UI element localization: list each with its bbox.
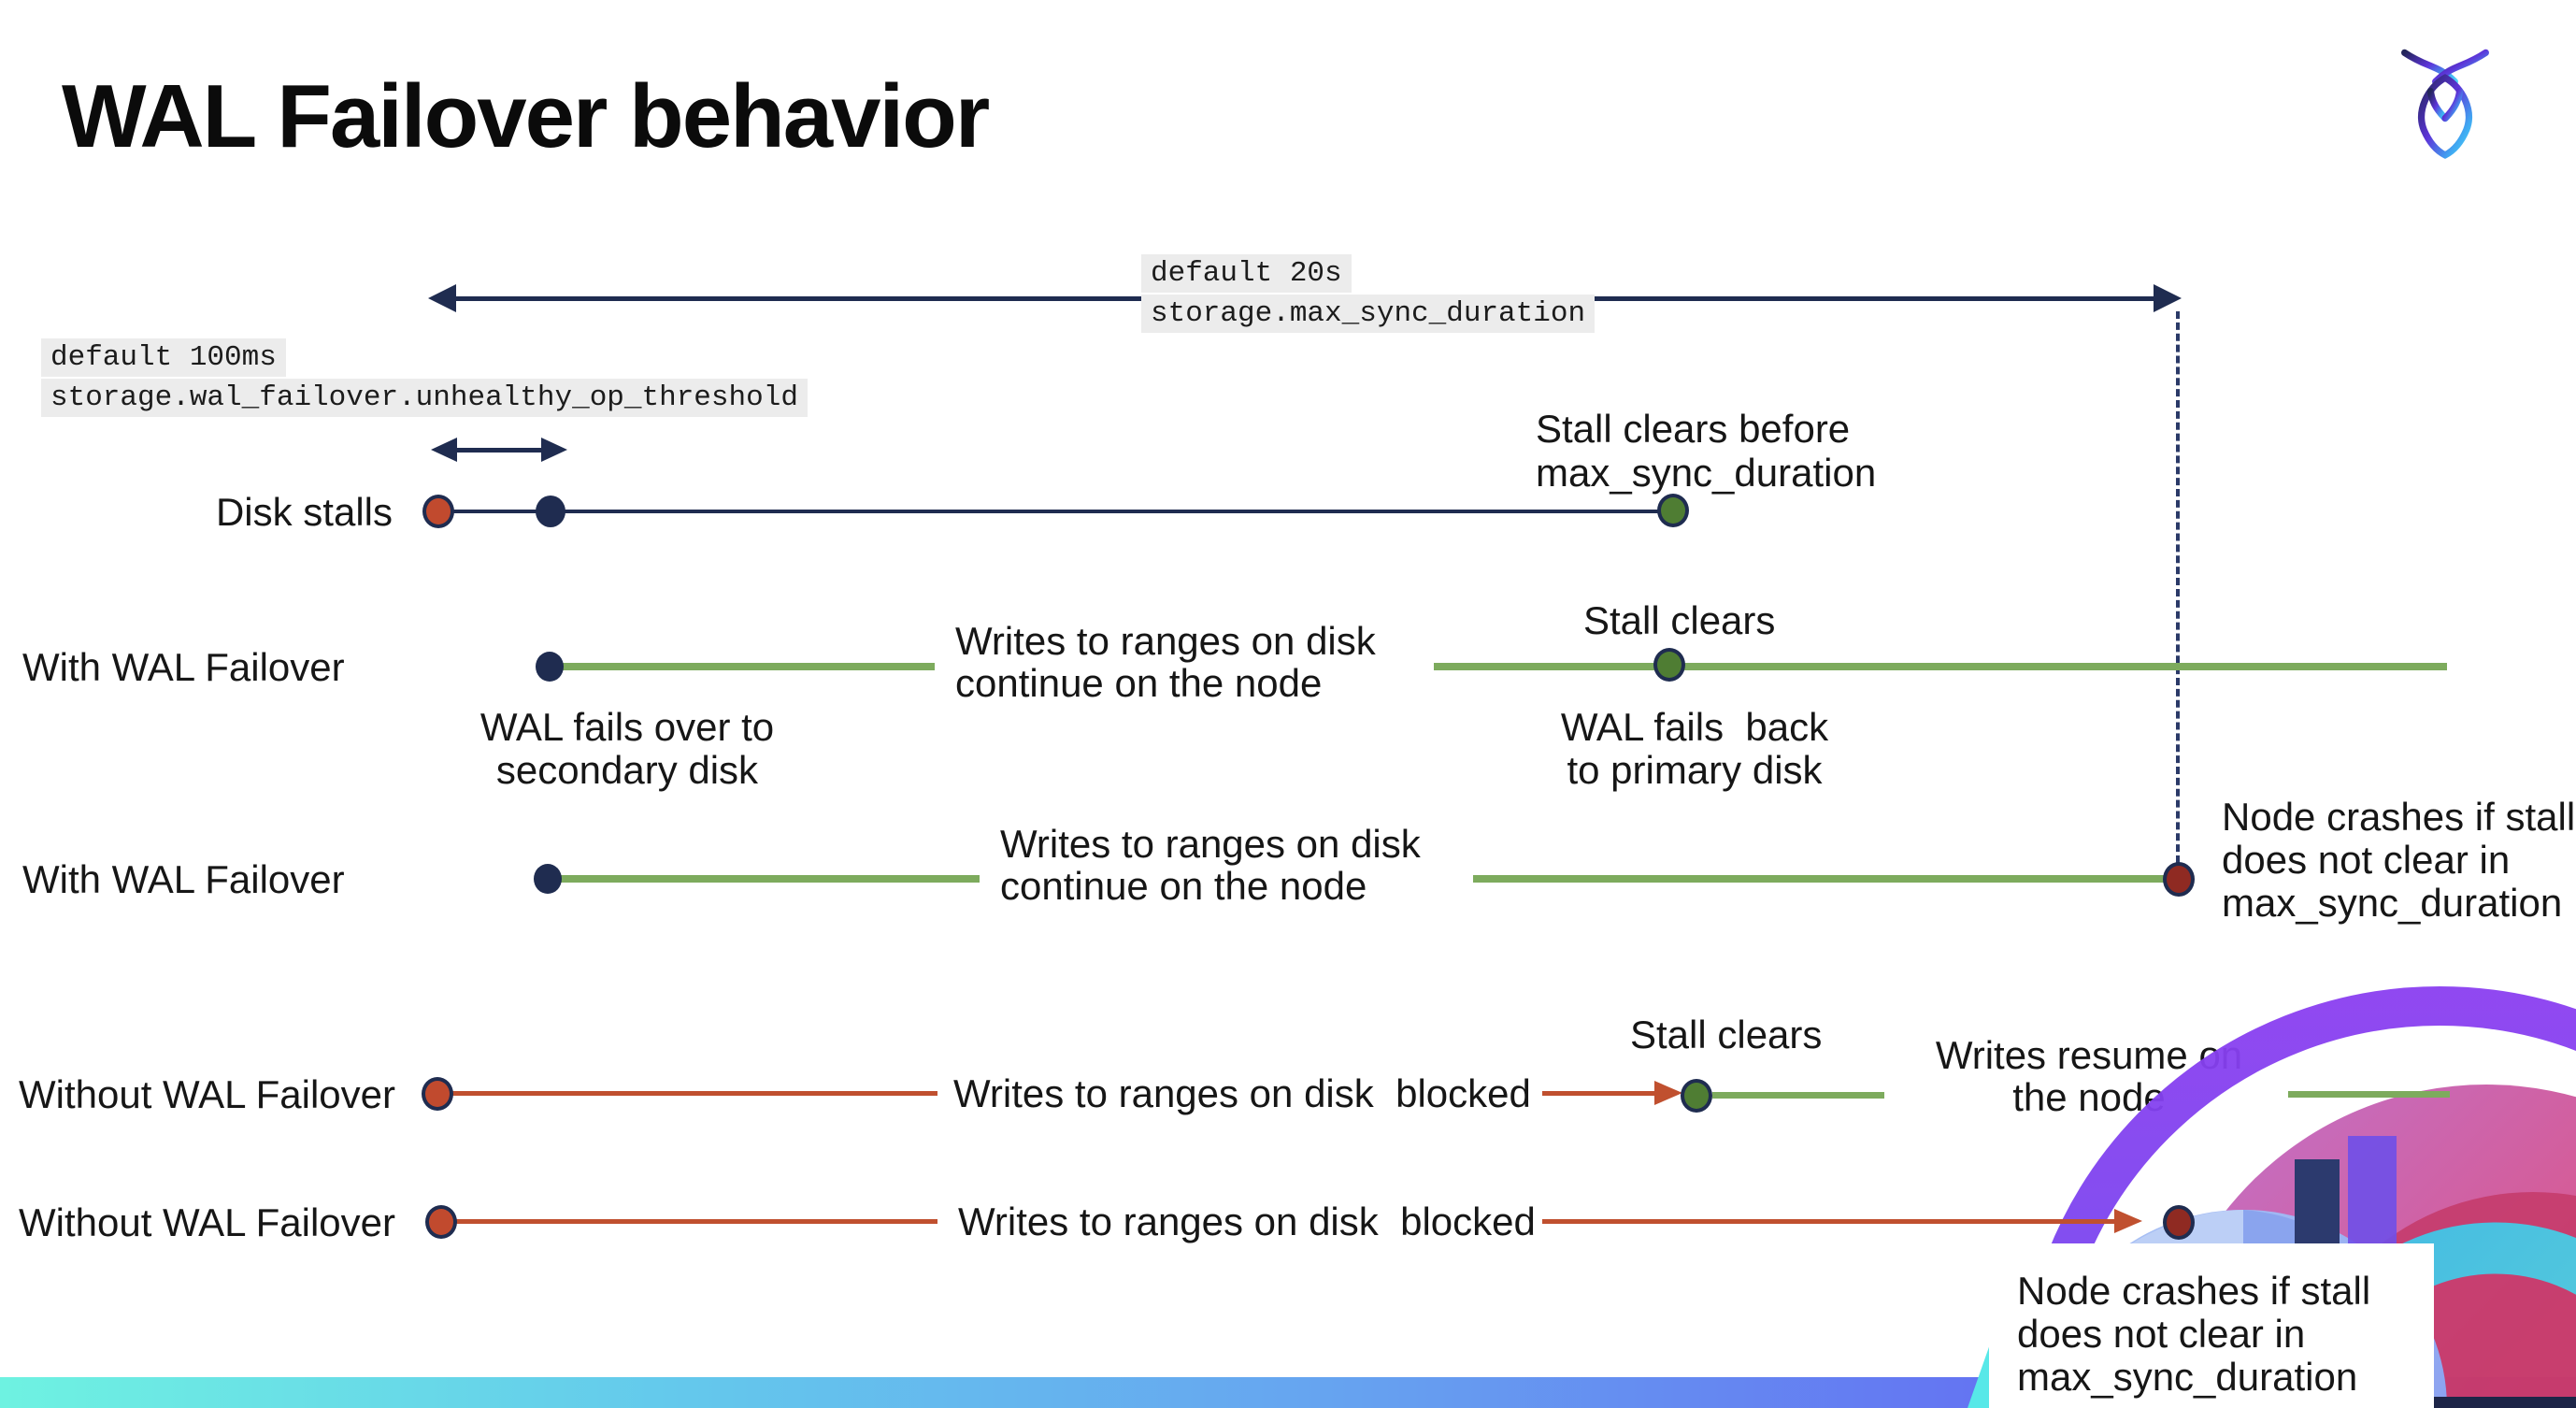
max-sync-default-value: default 20s <box>1141 254 1352 293</box>
row2-writes-continue-annotation: Writes to ranges on disk continue on the… <box>955 619 1376 705</box>
row-label-with-wal-failover-1: With WAL Failover <box>22 645 345 689</box>
row2-stall-clears-dot <box>1653 648 1685 682</box>
stall-clears-before-annotation: Stall clears before max_sync_duration <box>1536 407 1877 495</box>
row2-failover-dot <box>536 652 564 682</box>
row4-red-segment-a <box>452 1091 937 1096</box>
row4-green-segment-a <box>1712 1092 1884 1099</box>
row5-red-segment-b <box>1542 1219 2114 1224</box>
row5-stall-start-dot <box>425 1205 457 1239</box>
wal-fails-back-annotation: WAL fails back to primary disk <box>1560 705 1829 792</box>
row3-writes-continue-annotation: Writes to ranges on disk continue on the… <box>1000 822 1421 908</box>
row4-writes-blocked-annotation: Writes to ranges on disk blocked <box>953 1071 1531 1115</box>
row5-red-arrow-head-icon <box>2114 1209 2142 1233</box>
row3-failover-dot <box>534 864 562 894</box>
row4-red-arrow-head-icon <box>1654 1081 1682 1105</box>
arrow-right-head-icon <box>2154 284 2182 312</box>
page-title: WAL Failover behavior <box>62 66 990 166</box>
wal-fails-over-annotation: WAL fails over to secondary disk <box>479 705 775 792</box>
threshold-arrow-left-head-icon <box>431 438 457 462</box>
threshold-setting-name: storage.wal_failover.unhealthy_op_thresh… <box>41 379 808 417</box>
unhealthy-op-threshold-label: default 100ms storage.wal_failover.unhea… <box>41 338 808 417</box>
row3-green-segment-a <box>561 875 980 883</box>
row5-red-segment-a <box>456 1219 937 1224</box>
row1-timeline <box>438 510 1673 513</box>
row5-crash-dot <box>2163 1205 2195 1240</box>
cockroachdb-logo-icon <box>2400 49 2490 159</box>
threshold-arrow-line <box>455 448 543 453</box>
row2-stall-clears-annotation: Stall clears <box>1583 598 1776 642</box>
row4-stall-start-dot <box>422 1077 453 1111</box>
threshold-default-value: default 100ms <box>41 338 286 377</box>
row4-stall-clears-dot <box>1681 1079 1712 1113</box>
row2-green-segment-a <box>561 663 935 670</box>
max-sync-setting-name: storage.max_sync_duration <box>1141 295 1596 333</box>
row4-green-segment-b <box>2288 1091 2450 1098</box>
row-label-disk-stalls: Disk stalls <box>215 490 393 534</box>
row-label-without-wal-failover-2: Without WAL Failover <box>19 1200 395 1244</box>
row-label-with-wal-failover-2: With WAL Failover <box>22 857 345 901</box>
row4-red-segment-b <box>1542 1091 1656 1096</box>
node-crashes-callout <box>1989 1243 2434 1408</box>
row1-stall-start-dot <box>422 495 454 528</box>
row3-node-crashes-annotation: Node crashes if stall does not clear in … <box>2222 795 2576 925</box>
row5-writes-blocked-annotation: Writes to ranges on disk blocked <box>958 1200 1536 1243</box>
threshold-arrow-right-head-icon <box>541 438 567 462</box>
max-sync-deadline-dashed-line <box>2176 311 2180 863</box>
max-sync-duration-label: default 20s storage.max_sync_duration <box>1141 254 1596 333</box>
arrow-left-head-icon <box>428 284 456 312</box>
row5-node-crashes-annotation: Node crashes if stall does not clear in … <box>2017 1269 2371 1399</box>
row-label-without-wal-failover-1: Without WAL Failover <box>19 1072 395 1116</box>
row1-failover-dot <box>536 496 565 527</box>
row2-green-segment-b <box>1434 663 2447 670</box>
row4-stall-clears-annotation: Stall clears <box>1630 1013 1823 1056</box>
row3-crash-dot <box>2163 862 2195 897</box>
row1-stall-clears-dot <box>1657 494 1689 527</box>
row3-green-segment-b <box>1473 875 2171 883</box>
